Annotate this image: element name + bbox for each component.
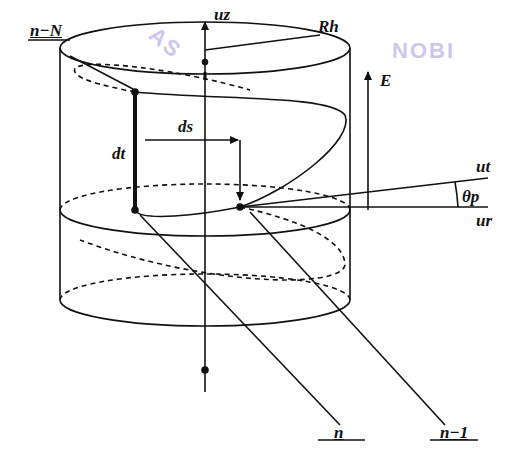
node-index-label: n — [334, 424, 343, 441]
node-index-label: n−N — [30, 22, 62, 39]
unit-vector-label: ut — [476, 158, 490, 175]
unit-vector-label: ur — [476, 212, 492, 229]
field-label: E — [380, 72, 391, 89]
dimension-label: ds — [178, 118, 193, 135]
dimension-label: dt — [112, 145, 125, 162]
radius-label: Rh — [318, 18, 339, 35]
angle-label: θp — [462, 188, 479, 205]
watermark: NOBI — [392, 40, 455, 62]
watermark: AS — [145, 23, 186, 62]
axis-label: uz — [214, 6, 230, 23]
node-index-label: n−1 — [440, 424, 468, 441]
